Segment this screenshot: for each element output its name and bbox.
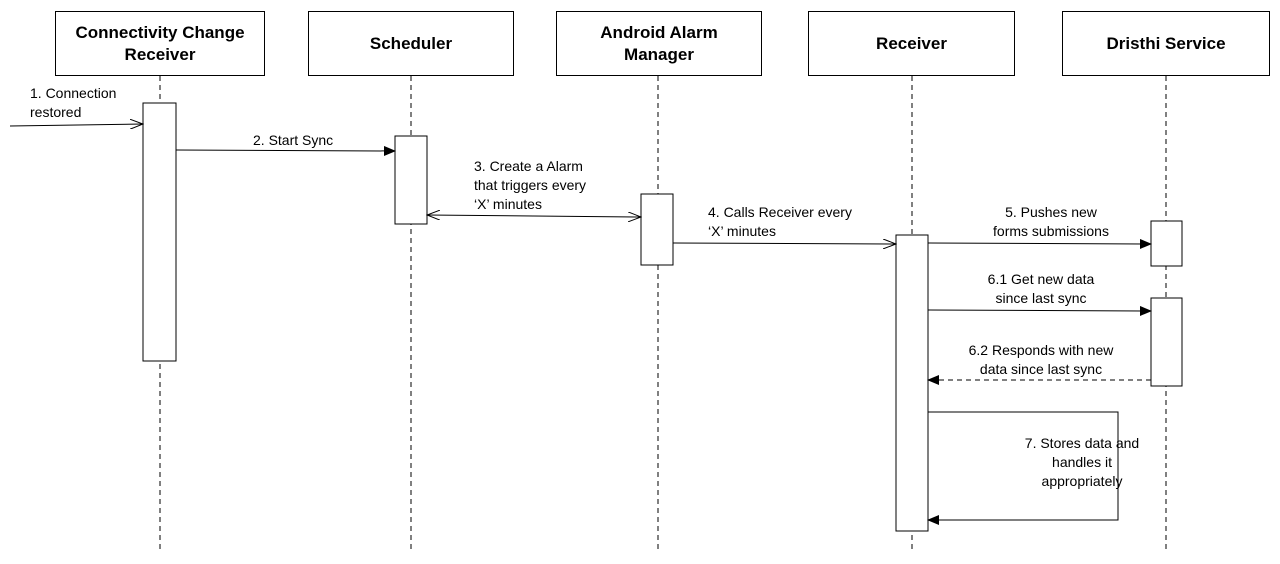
message-1-arrow xyxy=(9,124,143,126)
participant-android-alarm-manager: Android Alarm Manager xyxy=(556,11,762,76)
activation-scheduler xyxy=(394,135,428,225)
activation-alarm xyxy=(640,193,674,266)
participant-label: Connectivity Change Receiver xyxy=(75,22,245,64)
message-4-label: 4. Calls Receiver every ‘X’ minutes xyxy=(708,204,852,239)
participant-label: Scheduler xyxy=(369,33,453,53)
message-5-arrow xyxy=(927,238,1152,249)
message-2-arrow xyxy=(175,145,396,156)
activation-ccr xyxy=(142,102,177,362)
activation-dristhi-1 xyxy=(1150,220,1183,267)
message-3-label: 3. Create a Alarm that triggers every ‘X… xyxy=(474,158,587,212)
participant-receiver: Receiver xyxy=(808,11,1015,76)
message-4-arrow xyxy=(672,243,896,244)
message-3-arrow xyxy=(427,215,641,217)
message-6-1-label: 6.1 Get new data since last sync xyxy=(987,271,1095,306)
message-6-2-label: 6.2 Responds with new data since last sy… xyxy=(968,342,1114,377)
message-6-1-arrow xyxy=(927,305,1152,316)
message-1-label: 1. Connection restored xyxy=(30,85,117,120)
participant-scheduler: Scheduler xyxy=(308,11,514,76)
activation-receiver xyxy=(895,234,929,532)
message-2-label: 2. Start Sync xyxy=(253,132,334,148)
participant-label: Receiver xyxy=(876,33,947,53)
message-7-self-arrow xyxy=(927,411,1119,525)
participant-label: Android Alarm Manager xyxy=(600,22,718,64)
message-7-label: 7. Stores data and handles it appropriat… xyxy=(1024,435,1140,489)
participant-dristhi-service: Dristhi Service xyxy=(1062,11,1270,76)
activation-dristhi-2 xyxy=(1150,297,1183,387)
message-5-label: 5. Pushes new forms submissions xyxy=(993,204,1109,239)
participant-label: Dristhi Service xyxy=(1106,33,1226,53)
participant-connectivity-change-receiver: Connectivity Change Receiver xyxy=(55,11,265,76)
